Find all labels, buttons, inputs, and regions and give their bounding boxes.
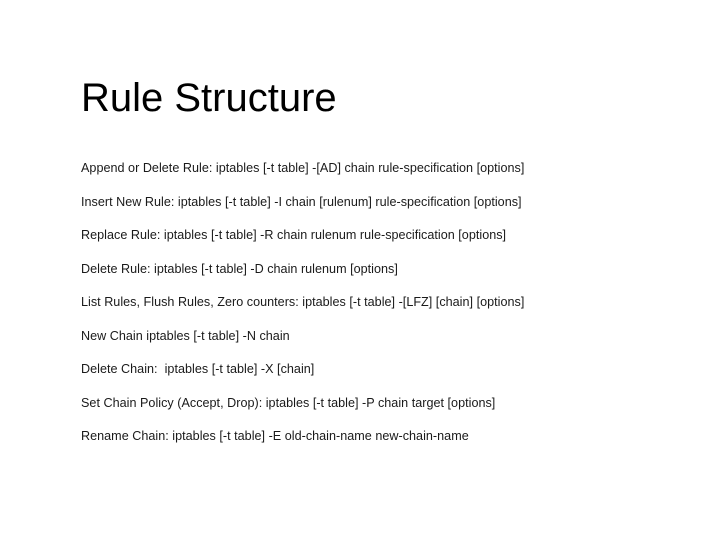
body-line: Insert New Rule: iptables [-t table] -I …: [81, 194, 522, 209]
page-title: Rule Structure: [81, 76, 337, 120]
body-line: Rename Chain: iptables [-t table] -E old…: [81, 429, 469, 443]
body-line: Delete Chain: iptables [-t table] -X [ch…: [81, 362, 315, 376]
slide-body-text: Append or Delete Rule: iptables [-t tabl…: [81, 152, 661, 454]
body-line: Set Chain Policy (Accept, Drop): iptable…: [81, 395, 496, 410]
body-line: Delete Rule: iptables [-t table] -D chai…: [81, 261, 398, 276]
body-line: Append or Delete Rule: iptables [-t tabl…: [81, 161, 525, 175]
body-line: List Rules, Flush Rules, Zero counters: …: [81, 295, 525, 309]
body-line: New Chain iptables [-t table] -N chain: [81, 328, 290, 343]
body-line: Replace Rule: iptables [-t table] -R cha…: [81, 228, 507, 242]
